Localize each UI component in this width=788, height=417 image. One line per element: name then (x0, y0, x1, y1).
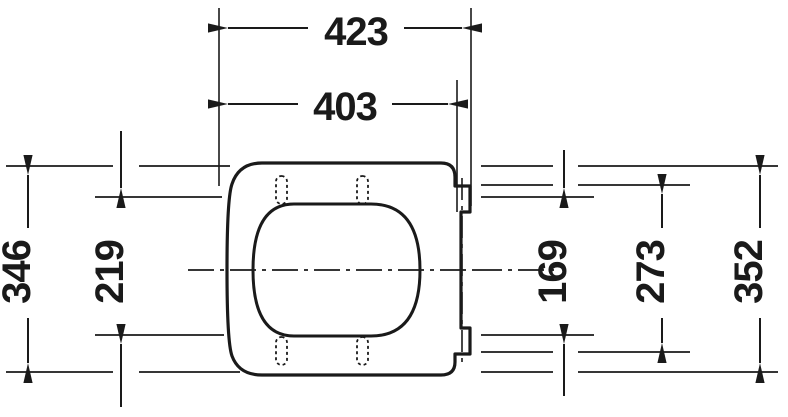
hole-top-left (275, 175, 288, 205)
dimension-label-403: 403 (313, 85, 377, 129)
hole-bottom-right (356, 336, 369, 366)
dimension-label-423: 423 (324, 10, 388, 54)
dimension-label-352: 352 (727, 240, 771, 304)
hole-top-right (356, 175, 369, 205)
dimension-label-273: 273 (629, 240, 673, 304)
dimension-label-219: 219 (88, 240, 132, 304)
dimension-label-169: 169 (531, 240, 575, 304)
hole-bottom-left (275, 336, 288, 366)
dimension-label-346: 346 (0, 240, 39, 304)
mounting-holes (275, 175, 369, 366)
seat-outer-outline (225, 161, 472, 377)
seat-inner-opening (251, 202, 422, 338)
